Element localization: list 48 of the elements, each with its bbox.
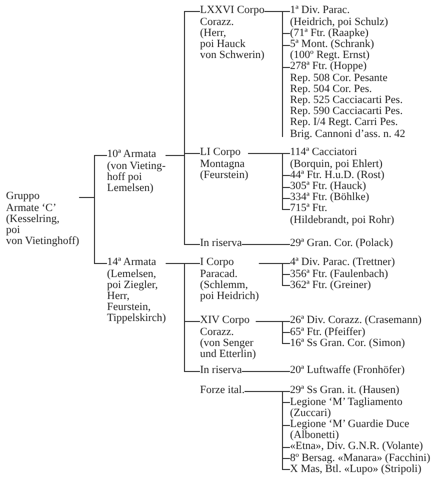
unit-label: Rep. 504 Cor. Pes. — [290, 84, 372, 95]
connector-line — [241, 371, 290, 372]
unit-label: 65ª Ftr. (Pfeiffer) — [290, 326, 366, 338]
connector-line — [258, 263, 290, 286]
unit-label: 356ª Ftr. (Faulenbach) — [290, 268, 388, 280]
unit-label: 334ª Ftr. (Böhlke) — [290, 192, 370, 204]
unit-label: 305ª Ftr. (Hauck) — [290, 181, 366, 192]
unit-label: 44ª Ftr. H.u.D. (Rost) — [290, 170, 384, 181]
connector-line — [165, 155, 200, 245]
unit-label: Legione ‘M’ Tagliamento (Zuccari) — [290, 396, 402, 419]
unit-label: 1ª Div. Parac. (Heidrich, poi Schulz) — [290, 5, 388, 28]
connector-line — [255, 321, 290, 344]
unit-label: 362ª Ftr. (Greiner) — [290, 280, 371, 291]
unit-label: 8º Bersag. «Manara» (Facchini) — [290, 452, 430, 464]
unit-label: I Corpo Paracad. (Schlemm, poi Heidrich) — [200, 257, 259, 302]
unit-label: 29ª Gran. Cor. (Polack) — [290, 238, 393, 250]
unit-label: Rep. 508 Cor. Pesante — [290, 72, 388, 84]
unit-label: 278ª Ftr. (Hoppe) — [290, 61, 367, 73]
unit-label: Rep. I/4 Regt. Carri Pes. — [290, 117, 398, 129]
unit-label: 20ª Luftwaffe (Fronhöfer) — [290, 365, 405, 377]
connector-line — [241, 244, 290, 245]
unit-label: 29ª Ss Gran. it. (Hausen) — [290, 385, 400, 397]
unit-label: Gruppo Armate ‘C’ (Kesselring, poi von Vietinghoff) — [6, 191, 80, 248]
unit-label: Rep. 590 Cacciacarti Pes. — [290, 106, 403, 118]
unit-label: LXXVI Corpo Corazz. (Herr, poi Hauck von Schwerin) — [200, 5, 264, 62]
unit-label: X Mas, Btl. «Lupo» (Stripoli) — [290, 464, 422, 475]
unit-label: «Etna», Div. G.N.R. (Volante) — [290, 441, 423, 453]
unit-label: 5ª Mont. (Schrank) (100º Regt. Ernst) — [290, 39, 374, 62]
connector-line — [248, 153, 290, 210]
connector-line — [78, 197, 108, 264]
unit-label: 16ª Ss Gran. Cor. (Simon) — [290, 338, 405, 349]
unit-label: Brig. Cannoni d’ass. n. 42 — [290, 128, 406, 140]
unit-label: 114ª Cacciatori (Borquin, poi Ehlert) — [290, 147, 383, 170]
unit-label: Forze ital. — [200, 385, 245, 397]
unit-label: XIV Corpo Corazz. (von Senger und Etterlin) — [200, 315, 256, 360]
unit-label: 715ª Ftr. (Hildebrandt, poi Rohr) — [290, 203, 394, 226]
unit-label: 10ª Armata (von Vieting- hoff poi Lemelsen) — [107, 149, 166, 194]
unit-label: Rep. 525 Cacciacarti Pes. — [290, 95, 403, 106]
unit-label: Legione ‘M’ Guardie Duce (Albonetti) — [290, 419, 410, 442]
unit-label: In riserva — [200, 238, 242, 250]
unit-label: 4ª Div. Parac. (Trettner) — [290, 257, 395, 269]
unit-label: 26ª Div. Corazz. (Crasemann) — [290, 315, 422, 327]
unit-label: (71ª Ftr. (Raapke) — [290, 28, 368, 39]
connector-line — [264, 11, 290, 68]
unit-label: LI Corpo Montagna (Feurstein) — [200, 147, 248, 181]
connector-line — [165, 263, 200, 372]
unit-label: 14ª Armata (Lemelsen, poi Ziegler, Herr, Feurstein, Tippelskirch) — [107, 257, 166, 325]
unit-label: In riserva — [200, 365, 242, 377]
